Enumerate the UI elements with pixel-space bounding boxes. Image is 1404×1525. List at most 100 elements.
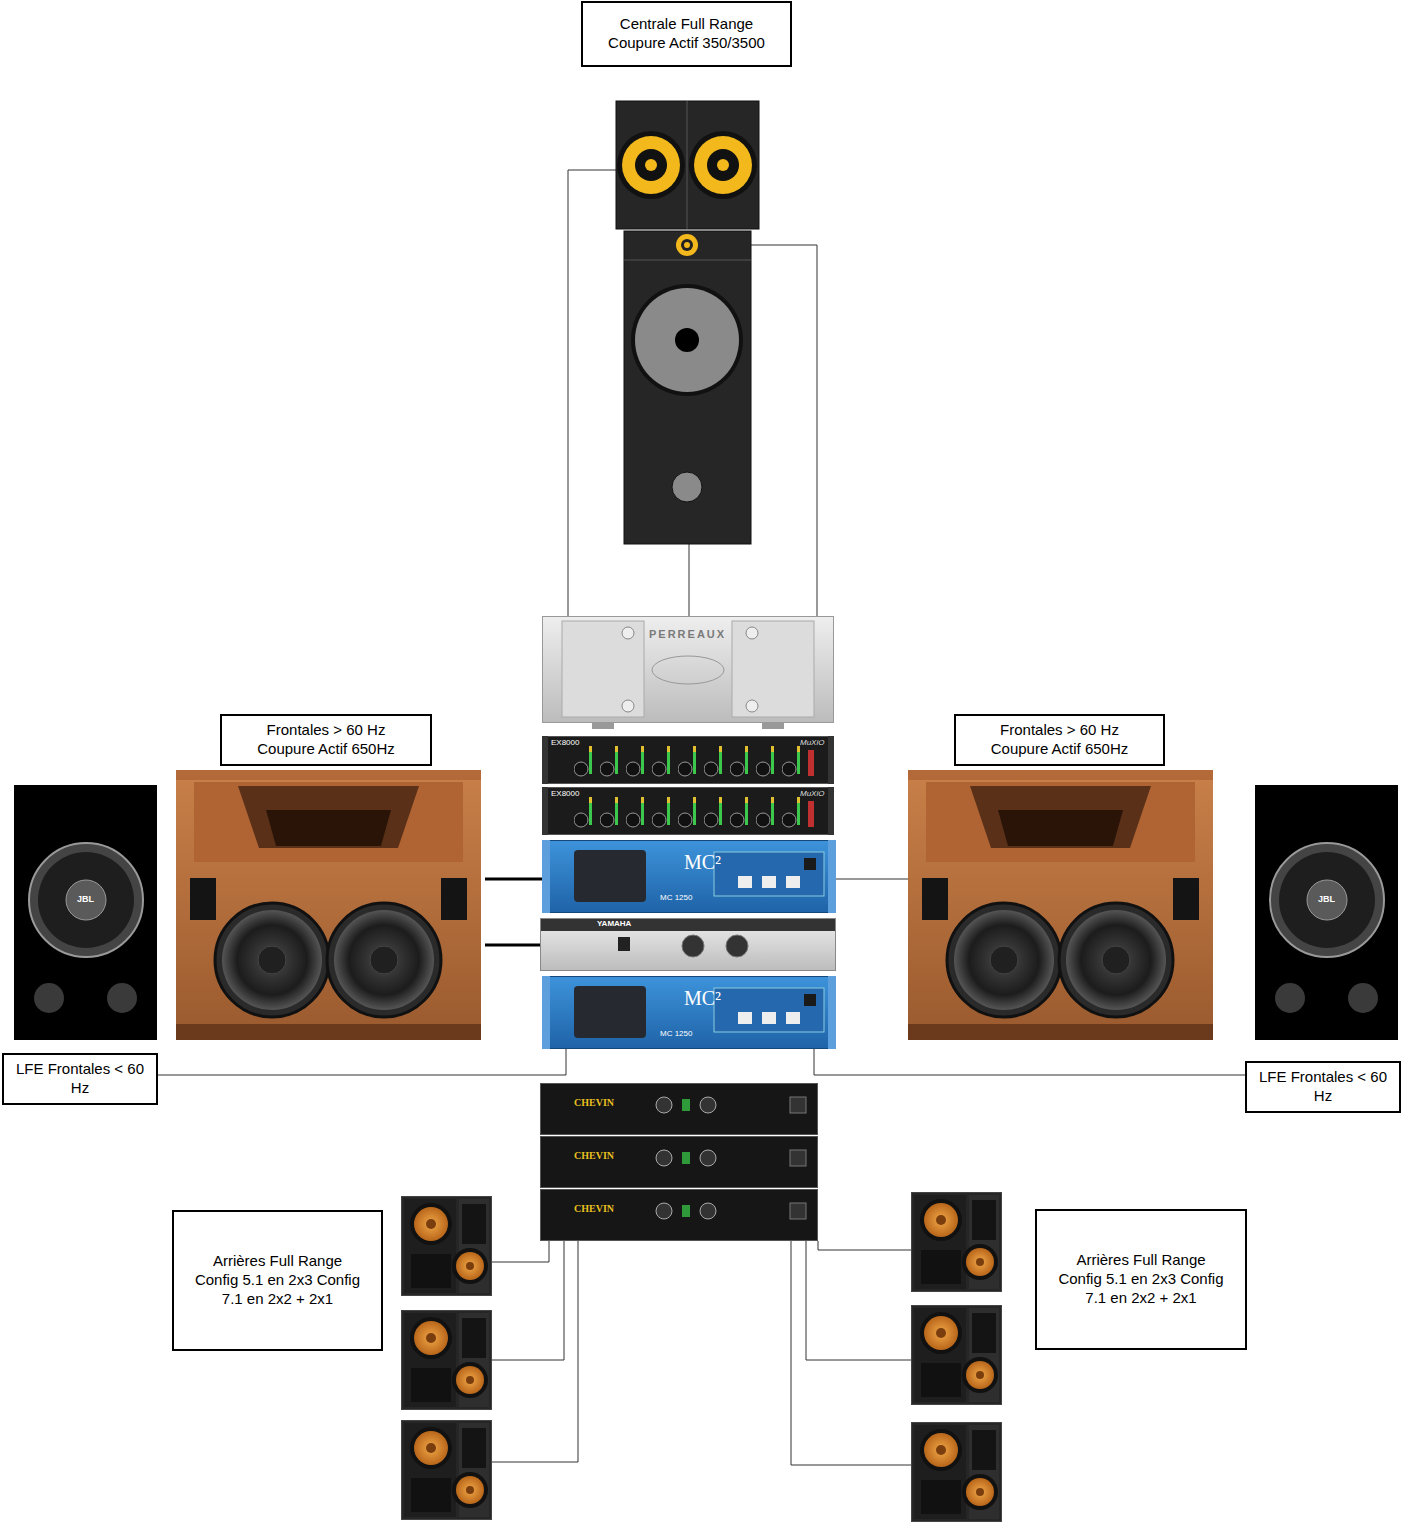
box-text: Frontales > 60 Hz Coupure Actif 650Hz xyxy=(250,721,402,759)
label-box: Frontales > 60 Hz Coupure Actif 650Hz xyxy=(954,714,1165,766)
brand-label: CHEVIN xyxy=(574,1150,614,1161)
center-speaker-part xyxy=(616,101,759,229)
amplifier-rack-part xyxy=(543,617,834,723)
center-speaker-part xyxy=(672,472,702,502)
center-speaker-part xyxy=(707,149,739,181)
center-speaker-part xyxy=(631,284,743,396)
amplifier-rack-part xyxy=(592,723,614,729)
box-text: Arrières Full Range Config 5.1 en 2x3 Co… xyxy=(1057,1251,1225,1307)
center-speaker-part xyxy=(624,260,751,261)
amplifier-rack-part xyxy=(622,627,634,639)
wires-part xyxy=(485,944,540,947)
box-text: Frontales > 60 Hz Coupure Actif 650Hz xyxy=(984,721,1135,759)
rear-speakers-part xyxy=(402,1197,492,1296)
amplifier-rack-part xyxy=(726,935,748,957)
amplifier-rack-part xyxy=(542,787,834,835)
brand-label: YAMAHA xyxy=(597,920,631,929)
rear-speakers-part xyxy=(402,1311,492,1410)
wires-part xyxy=(814,1049,1245,1075)
center-speaker-part xyxy=(689,131,757,199)
center-speaker-part xyxy=(681,239,693,251)
amplifier-rack-part xyxy=(541,1084,818,1135)
wires-part xyxy=(751,245,817,616)
amplifier-rack-part xyxy=(541,919,835,931)
wires-part xyxy=(492,1241,564,1360)
rear-speakers-part xyxy=(912,1423,1002,1522)
box-text: LFE Frontales < 60 Hz xyxy=(16,1060,144,1098)
label-box: Frontales > 60 Hz Coupure Actif 650Hz xyxy=(220,714,432,766)
center-speaker-part xyxy=(645,159,657,171)
center-speaker xyxy=(616,101,759,544)
wires-part xyxy=(158,1049,566,1075)
center-speaker-part xyxy=(624,231,751,544)
amplifier-rack-part xyxy=(541,1137,818,1188)
wires-part xyxy=(791,1241,911,1465)
wires-part xyxy=(689,544,690,616)
wires-part xyxy=(568,170,616,616)
label-box: Arrières Full Range Config 5.1 en 2x3 Co… xyxy=(1035,1209,1247,1350)
amplifier-rack-part xyxy=(542,736,834,784)
subwoofers-part xyxy=(14,785,157,1040)
wires-part xyxy=(485,878,545,881)
amplifier-rack-part xyxy=(652,656,724,684)
box-text: Centrale Full Range Coupure Actif 350/35… xyxy=(603,15,770,53)
wires-part xyxy=(492,1241,578,1462)
wires-part xyxy=(836,879,908,880)
subwoofers xyxy=(14,785,1398,1040)
amplifier-rack-part xyxy=(541,1190,818,1241)
brand-label: MC² xyxy=(684,987,721,1009)
wires-part xyxy=(492,1241,549,1262)
amplifier-rack xyxy=(541,617,837,1241)
brand-label: CHEVIN xyxy=(574,1203,614,1214)
rear-speakers-part xyxy=(912,1306,1002,1405)
brand-label: CHEVIN xyxy=(574,1097,614,1108)
amplifier-rack-part xyxy=(732,621,814,717)
center-speaker-part xyxy=(694,136,752,194)
subwoofers-part xyxy=(1255,785,1398,1040)
brand-label: MC² xyxy=(684,851,721,873)
amplifier-rack-part xyxy=(762,723,784,729)
amplifier-rack-part xyxy=(541,919,836,971)
brand-label: JBL xyxy=(1318,895,1335,905)
brand-label: EX8000 xyxy=(551,790,579,799)
amplifier-rack-part xyxy=(618,937,630,951)
wires xyxy=(158,170,1245,1465)
front-speakers-part xyxy=(176,770,481,1040)
center-speaker-part xyxy=(675,328,699,352)
wires-part xyxy=(806,1241,911,1360)
center-speaker-part xyxy=(617,131,685,199)
amplifier-rack-part xyxy=(746,627,758,639)
rear-speakers xyxy=(402,1193,1002,1522)
center-speaker-part xyxy=(717,159,729,171)
amplifier-rack-part xyxy=(682,935,704,957)
brand-label: MC 1250 xyxy=(660,894,692,903)
center-speaker-part xyxy=(687,101,688,229)
center-speaker-part xyxy=(635,149,667,181)
amplifier-rack-part xyxy=(542,976,836,1049)
brand-label: MC 1250 xyxy=(660,1030,692,1039)
brand-label: JBL xyxy=(77,895,94,905)
label-box: Arrières Full Range Config 5.1 en 2x3 Co… xyxy=(172,1210,383,1351)
rear-speakers-part xyxy=(402,1421,492,1520)
brand-label: EX8000 xyxy=(551,739,579,748)
center-speaker-part xyxy=(622,136,680,194)
amplifier-rack-part xyxy=(542,840,836,913)
brand-label: PERREAUX xyxy=(649,628,726,640)
rear-speakers-part xyxy=(912,1193,1002,1292)
amplifier-rack-part xyxy=(622,700,634,712)
center-speaker-part xyxy=(635,288,739,392)
front-speakers-part xyxy=(908,770,1213,1040)
amplifier-rack-part xyxy=(562,621,644,717)
brand-label: MuXiO xyxy=(800,739,824,748)
label-box: Centrale Full Range Coupure Actif 350/35… xyxy=(581,1,792,67)
amplifier-rack-part xyxy=(746,700,758,712)
box-text: Arrières Full Range Config 5.1 en 2x3 Co… xyxy=(194,1252,361,1308)
label-box: LFE Frontales < 60 Hz xyxy=(1245,1061,1401,1113)
center-speaker-part xyxy=(684,242,690,248)
center-speaker-part xyxy=(676,234,698,256)
front-speakers xyxy=(176,770,1213,1040)
wires-part xyxy=(818,1241,911,1250)
box-text: LFE Frontales < 60 Hz xyxy=(1259,1068,1387,1106)
